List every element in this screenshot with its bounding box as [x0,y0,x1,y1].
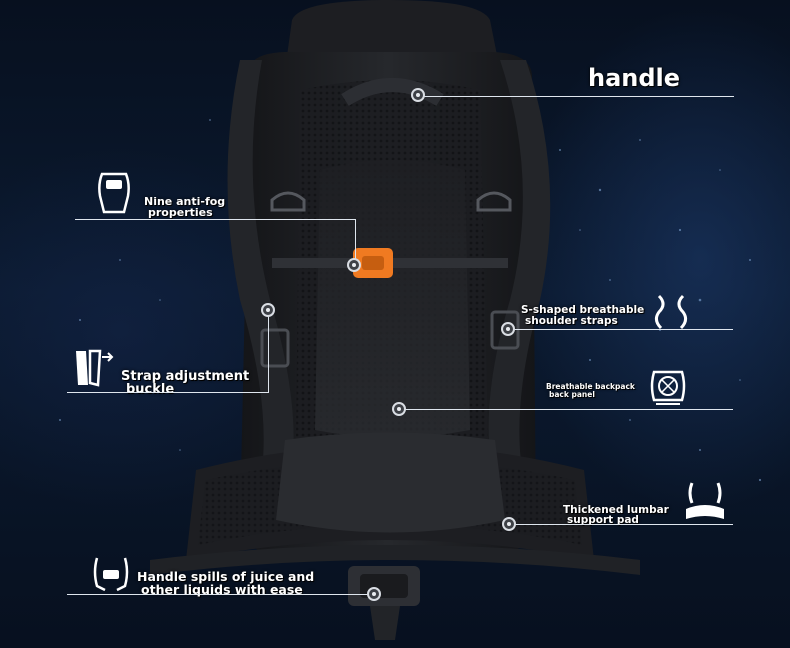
s-shaped-line-1: S-shaped breathable [521,304,645,316]
lumbar-line-2: support pad [567,514,639,526]
vest-buckle-icon [98,172,130,214]
right-shoulder-strap [488,60,551,470]
liquids-leader-line [67,594,369,595]
strap-adjust-line-1: Strap adjustment [121,369,250,384]
back-panel-leader-line [405,409,733,410]
handle-label: handle [588,64,681,92]
lumbar-line-1: Thickened lumbar [563,504,669,516]
liquids-line-1: Handle spills of juice and [137,569,315,584]
mesh-panel-icon [650,370,686,405]
strap-adjust-line-2: buckle [126,382,175,397]
s-shaped-leader-line [513,329,733,330]
anti-fog-line-1: Nine anti-fog [144,195,226,208]
strap-adjust-hotspot[interactable] [261,303,275,317]
strap-adjust-leader-line [67,392,268,393]
s-shaped-line-2: shoulder straps [525,315,618,327]
handle-leader-line [424,96,734,97]
lumbar-pad [276,432,505,533]
lumbar-leader-line [515,524,733,525]
s-shaped-hotspot[interactable] [501,322,515,336]
lumbar-pad-icon [686,482,724,519]
strap-adjust-icon [76,349,114,387]
harness-icon [93,557,129,592]
lumbar-hotspot[interactable] [502,517,516,531]
s-strap-icon [654,294,688,330]
back-panel-line-1: Breathable backpack [546,382,635,391]
anti-fog-hotspot[interactable] [347,258,361,272]
liquids-hotspot[interactable] [367,587,381,601]
anti-fog-leader-line [75,219,355,220]
anti-fog-line-2: properties [148,206,213,219]
anti-fog-leader-vertical [355,219,356,263]
liquids-line-2: other liquids with ease [141,582,303,597]
back-panel-hotspot[interactable] [392,402,406,416]
strap-adjust-leader-vertical [268,316,269,393]
handle-hotspot[interactable] [411,88,425,102]
bag-handle [341,78,444,107]
back-panel-line-2: back panel [549,390,595,399]
